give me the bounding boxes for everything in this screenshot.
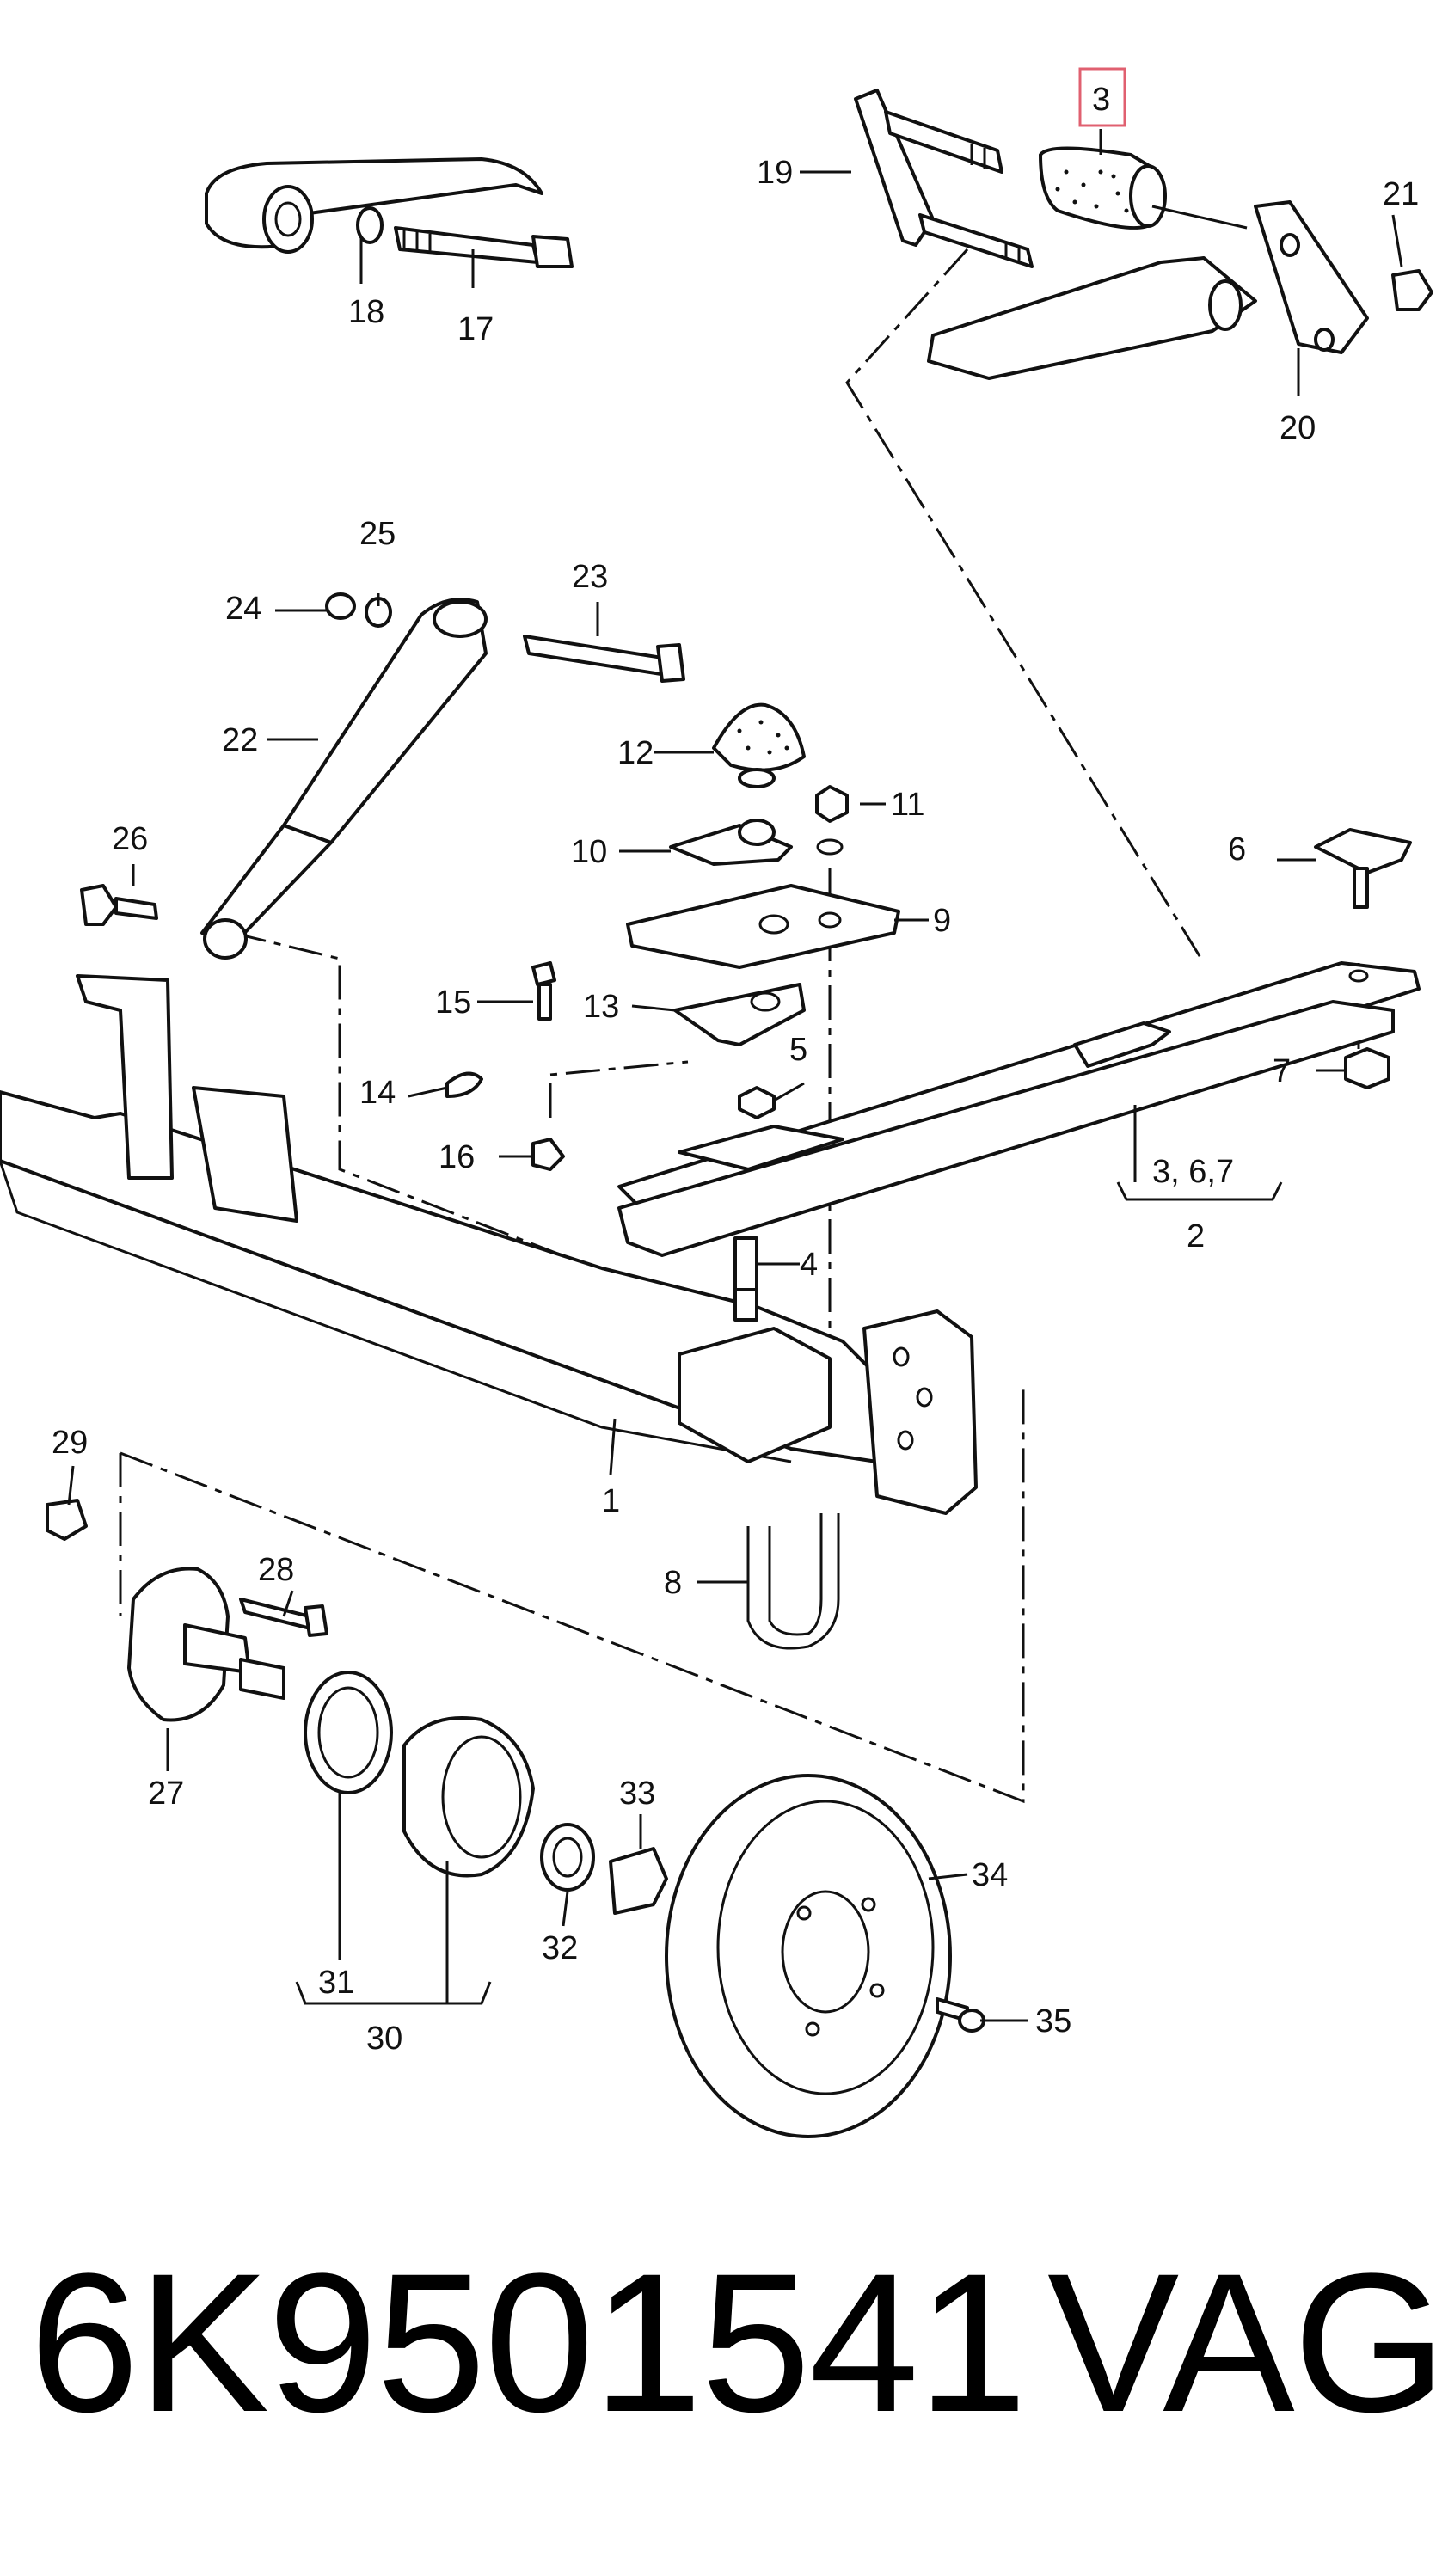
callout-23: 23 [572, 559, 608, 595]
callout-35: 35 [1035, 2003, 1071, 2039]
bracket-13 [673, 983, 806, 1046]
callout-1: 1 [602, 1483, 620, 1519]
spring-end [927, 256, 1257, 380]
callout-17: 17 [457, 311, 494, 347]
leader-lines [67, 129, 1403, 2022]
callout-27: 27 [148, 1776, 184, 1812]
callout-367: 3, 6,7 [1152, 1154, 1234, 1190]
bump-stop-12 [712, 702, 806, 772]
hub-30 [402, 1716, 535, 1878]
callout-3: 3 [1092, 82, 1110, 118]
callout-11: 11 [891, 787, 924, 823]
callout-34: 34 [972, 1857, 1008, 1893]
callout-30: 30 [366, 2021, 402, 2057]
bump-stop-assembly [669, 702, 849, 866]
axle-bracket [862, 1309, 978, 1515]
callout-8: 8 [664, 1565, 682, 1601]
clamp-6 [1314, 828, 1412, 874]
callout-26: 26 [112, 821, 148, 857]
nut-21 [1391, 269, 1433, 311]
callout-22: 22 [222, 722, 258, 758]
callout-33: 33 [619, 1776, 655, 1812]
callout-labels: 3 19 21 20 18 17 25 24 23 22 26 12 11 10… [52, 82, 1419, 2057]
part-number: 6K9501541 [29, 2232, 1028, 2453]
callout-5: 5 [789, 1032, 807, 1068]
bearing-32 [540, 1823, 595, 1892]
callout-13: 13 [583, 989, 619, 1025]
callout-28: 28 [258, 1552, 294, 1588]
axle-beam-assembly [0, 974, 978, 1650]
shackle-plate-20 [1254, 200, 1369, 354]
nut-11 [815, 785, 849, 823]
nut-5 [738, 1086, 776, 1119]
callout-highlight-box [1078, 67, 1126, 127]
leaf-bottom [617, 1000, 1395, 1257]
callout-2: 2 [1187, 1218, 1205, 1254]
shackle-assembly [854, 89, 1433, 380]
callout-16: 16 [439, 1139, 475, 1175]
shock-absorber-assembly [80, 592, 685, 960]
hub-brake-assembly [46, 1499, 985, 2138]
brake-drum-34 [665, 1774, 952, 2138]
callout-9: 9 [933, 903, 951, 939]
callout-18: 18 [348, 294, 384, 330]
callout-21: 21 [1383, 176, 1419, 212]
callout-7: 7 [1273, 1053, 1291, 1089]
callout-20: 20 [1280, 410, 1316, 446]
cap-33 [609, 1847, 668, 1915]
spring-plate-assembly [445, 884, 900, 1171]
callout-10: 10 [571, 834, 607, 870]
callout-25: 25 [359, 516, 396, 552]
callout-32: 32 [542, 1930, 578, 1966]
nut-7 [1344, 1047, 1390, 1089]
u-bolt-8 [746, 1513, 840, 1650]
bolt-23 [523, 635, 668, 677]
brand-name: VAG [1047, 2232, 1436, 2453]
callout-14: 14 [359, 1075, 396, 1111]
washer-18 [356, 206, 384, 244]
callout-29: 29 [52, 1425, 88, 1461]
shock-body-22 [282, 598, 488, 844]
cap-29 [46, 1499, 88, 1541]
callout-15: 15 [435, 984, 471, 1021]
callout-24: 24 [225, 591, 261, 627]
bolt-15 [531, 961, 556, 986]
callout-6: 6 [1228, 831, 1246, 868]
bolt-28 [239, 1598, 316, 1631]
callout-4: 4 [800, 1247, 818, 1283]
leaf-spring-assembly [617, 828, 1421, 1257]
bolt-4 [733, 1288, 758, 1322]
plate-9 [626, 884, 900, 969]
stub-axle-27 [127, 1567, 230, 1722]
clip-14 [445, 1071, 483, 1098]
callout-12: 12 [617, 735, 654, 771]
nut-24 [325, 592, 356, 620]
nut-16 [531, 1138, 565, 1171]
bolt-26 [80, 884, 118, 926]
callout-19: 19 [757, 155, 793, 191]
bushing-3 [1039, 146, 1154, 230]
spring-eye-assembly [205, 157, 574, 268]
callout-31: 31 [318, 1965, 354, 2001]
